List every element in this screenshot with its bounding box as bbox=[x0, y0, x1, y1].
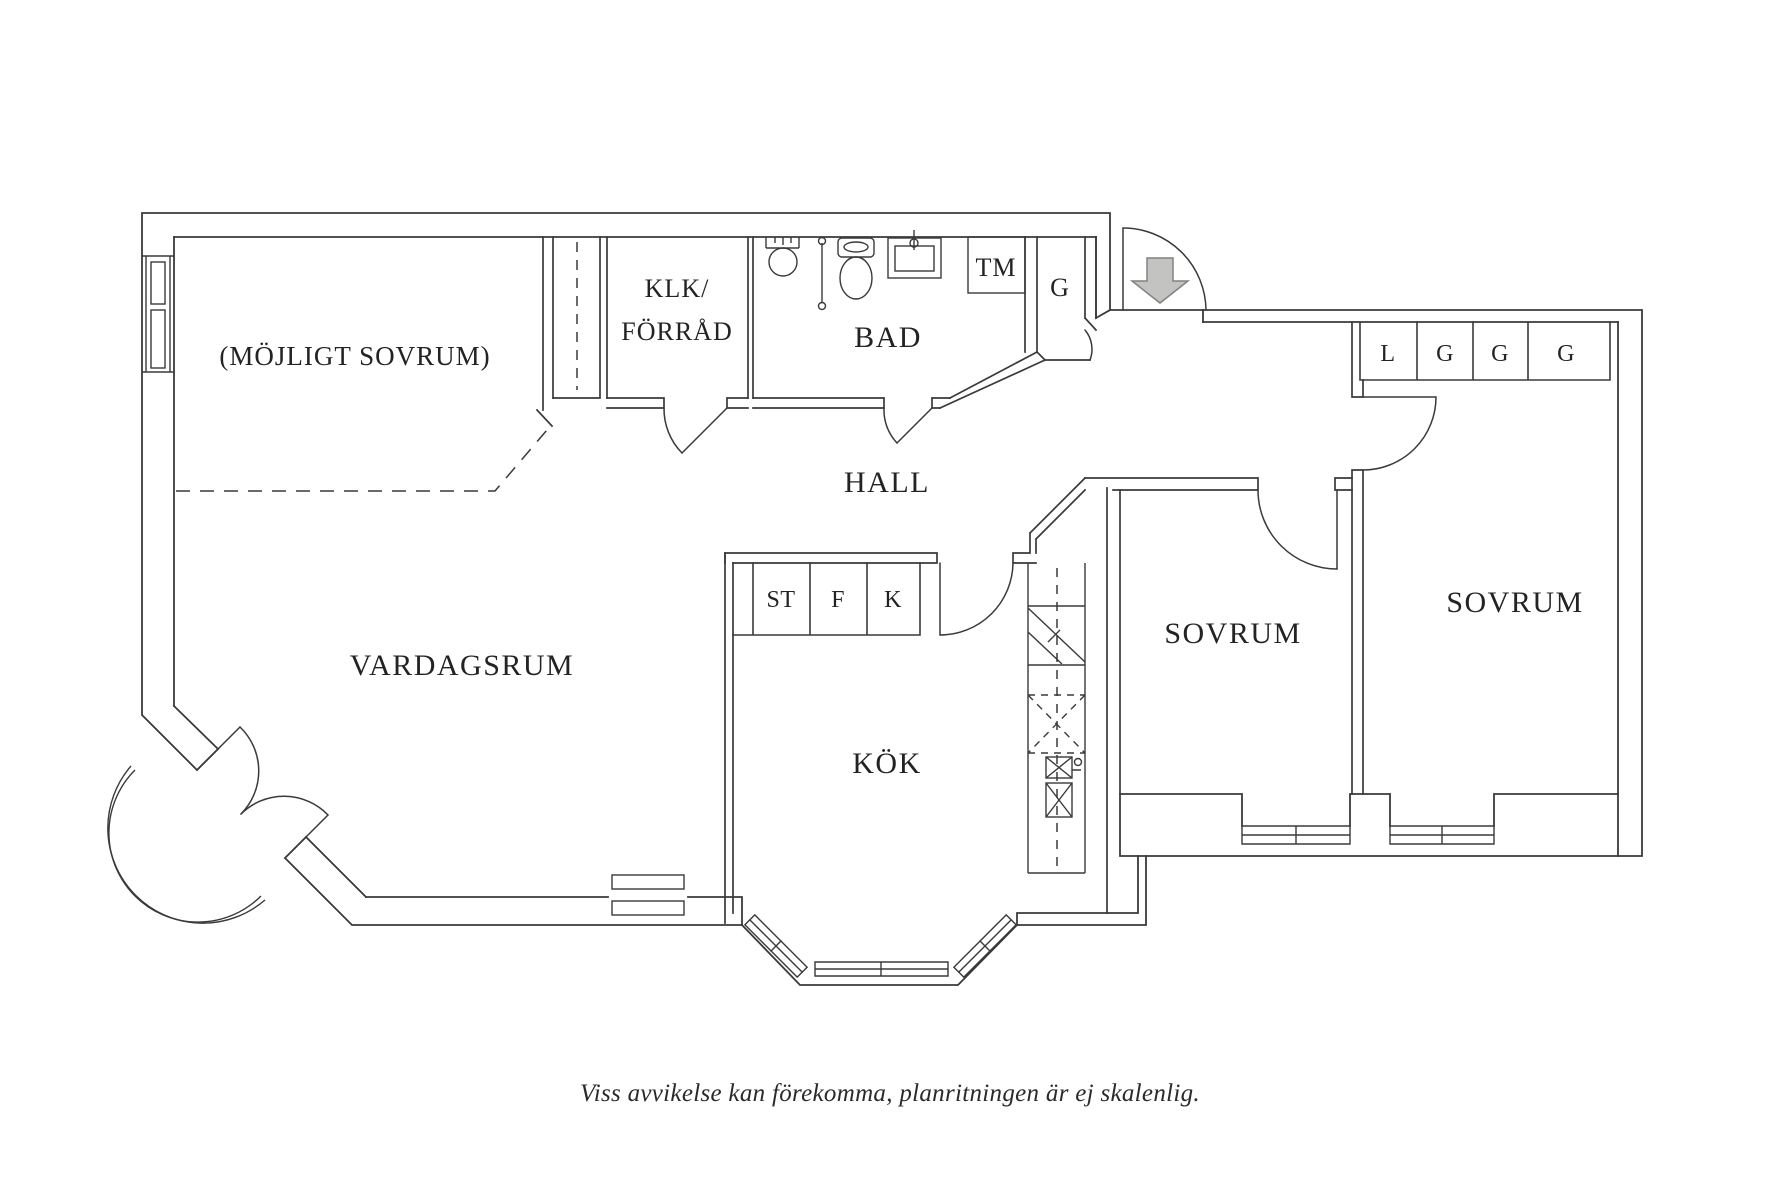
room-label-bathroom: BAD bbox=[854, 321, 922, 354]
disclaimer-text: Viss avvikelse kan förekomma, planritnin… bbox=[580, 1080, 1200, 1107]
kitchen-bedroom-divider bbox=[1106, 487, 1121, 914]
wardrobe-box bbox=[1359, 321, 1611, 381]
window-left-pane-2 bbox=[150, 309, 166, 369]
shower-rail-icon bbox=[817, 236, 827, 311]
bathroom-fixtures bbox=[765, 230, 1026, 311]
balcony-door-swing-a bbox=[239, 726, 260, 815]
balcony-arc-inner bbox=[108, 769, 262, 923]
bay-window-right bbox=[952, 913, 1018, 979]
wardrobe-cell-label: G bbox=[1491, 341, 1509, 367]
toilet-icon bbox=[837, 237, 875, 300]
bath-bottom-wall bbox=[752, 397, 951, 409]
cabinet-cell-label: F bbox=[831, 587, 845, 613]
bay-window-left bbox=[743, 913, 809, 979]
room-label-hall: HALL bbox=[844, 466, 930, 499]
window-living-pane-1 bbox=[611, 874, 685, 890]
bigroom-right-wall bbox=[535, 236, 554, 428]
wardrobe-cell-label: L bbox=[1380, 341, 1395, 367]
klk-pocket bbox=[552, 236, 608, 399]
cabinet-cell-label: ST bbox=[766, 587, 795, 613]
kitchen-door-swing bbox=[939, 562, 1014, 636]
balcony-door-leaf-b bbox=[284, 814, 329, 859]
wardrobe-row bbox=[1359, 321, 1611, 381]
kitchen-fixtures bbox=[1027, 563, 1086, 874]
hall-diagonal-wall bbox=[938, 350, 1047, 410]
room-label-klk-line2: FÖRRÅD bbox=[621, 317, 732, 346]
entrance-niche-wall bbox=[1095, 236, 1112, 320]
balcony-door-swing-b bbox=[240, 795, 329, 816]
klk-door-swing bbox=[663, 407, 683, 454]
possible-room-divider-dashed bbox=[176, 429, 548, 492]
washing-machine-box bbox=[967, 236, 1026, 294]
window-living-pane-2 bbox=[611, 900, 685, 916]
cabinet-row bbox=[732, 562, 921, 636]
dashed-lines bbox=[176, 242, 1058, 868]
balcony-door-leaf-a bbox=[196, 726, 241, 771]
counter-section-lines bbox=[1028, 605, 1085, 666]
klk-door-leaf bbox=[681, 407, 728, 454]
entrance-arrow-icon bbox=[1129, 257, 1191, 304]
stove-icon bbox=[1045, 782, 1073, 818]
bay-window-bottom bbox=[814, 961, 949, 977]
bedroom-left-door-swing bbox=[1257, 489, 1338, 570]
wardrobe-cell-label: G bbox=[1436, 341, 1454, 367]
bottom-band-living bbox=[365, 896, 743, 926]
inner-diagonal-lower bbox=[304, 835, 368, 899]
g-closet-walls bbox=[1024, 236, 1098, 362]
wardrobe-cell-label: G bbox=[1557, 341, 1575, 367]
fixture-label-hall-wardrobe: G bbox=[1050, 273, 1070, 302]
g-closet-door-swing bbox=[1084, 329, 1093, 361]
bedroom-bottom-chunks bbox=[1119, 793, 1619, 857]
fixture-label-washing-machine: TM bbox=[976, 253, 1017, 282]
kitchen-top-wall bbox=[724, 552, 938, 564]
room-label-bedroom-left: SOVRUM bbox=[1164, 617, 1301, 650]
sink-basin-icon bbox=[1045, 756, 1083, 779]
bedroom-right-door-swing bbox=[1362, 396, 1437, 471]
inner-diagonal-upper bbox=[172, 704, 220, 751]
cabinet-cell-label: K bbox=[884, 587, 902, 613]
room-label-bedroom-right: SOVRUM bbox=[1446, 586, 1583, 619]
balcony-outline bbox=[107, 765, 266, 924]
kitchen-left-wall bbox=[724, 552, 734, 924]
bedroom-left-top-wall bbox=[1084, 477, 1353, 491]
dishwasher-icon bbox=[1027, 694, 1086, 754]
bath-door-swing bbox=[883, 407, 898, 444]
room-label-kitchen: KÖK bbox=[852, 747, 922, 780]
cabinet-box bbox=[732, 562, 921, 636]
counter-outline bbox=[1027, 563, 1086, 874]
window-bedroom-right bbox=[1389, 825, 1495, 845]
bath-door-leaf bbox=[896, 407, 933, 444]
bedroom-divider bbox=[1351, 321, 1364, 795]
shower-icon bbox=[765, 237, 800, 277]
windows bbox=[141, 255, 1495, 979]
kitchen-step-wall bbox=[1012, 476, 1087, 564]
window-bedroom-left bbox=[1241, 825, 1351, 845]
drainboard-icon bbox=[1027, 607, 1086, 665]
entrance-door-swing bbox=[1122, 227, 1207, 311]
room-label-living-room: VARDAGSRUM bbox=[350, 649, 575, 682]
window-left-pane-1 bbox=[150, 261, 166, 305]
doors bbox=[196, 227, 1437, 859]
kitchen-bottom-inner bbox=[1016, 855, 1139, 926]
window-left-wall bbox=[141, 255, 175, 373]
balcony-arc-outer bbox=[107, 765, 266, 924]
bath-left-wall bbox=[747, 236, 754, 399]
klk-bottom-wall bbox=[606, 397, 749, 409]
room-label-klk-line1: KLK/ bbox=[645, 274, 710, 303]
sink-icon bbox=[887, 230, 942, 279]
labels: (MÖJLIGT SOVRUM) KLK/ FÖRRÅD BAD TM G HA… bbox=[219, 253, 1583, 1107]
room-label-possible-bedroom: (MÖJLIGT SOVRUM) bbox=[219, 341, 490, 371]
interior-walls bbox=[535, 236, 1364, 924]
